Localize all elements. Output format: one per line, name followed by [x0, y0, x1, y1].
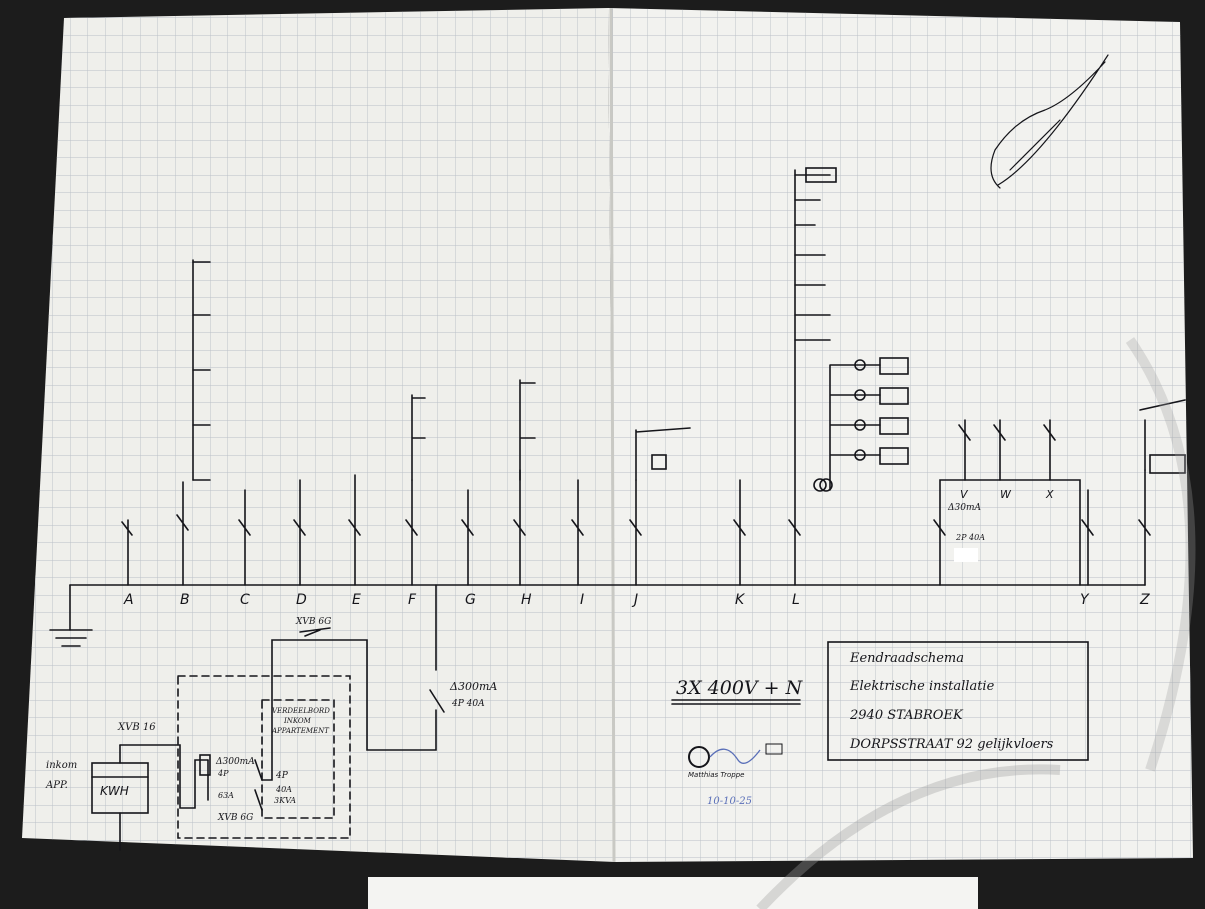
distribution-note-2: INKOM [283, 717, 312, 725]
diff-board-poles: 4P [217, 769, 229, 778]
tape-patch [954, 548, 978, 562]
supply-spec: 3X 400V + N [676, 677, 804, 699]
sub-label: V [960, 488, 969, 501]
bus-label: H [521, 592, 532, 608]
bus-label: G [465, 592, 476, 608]
title-line-4: DORPSSTRAAT 92 gelijkvloers [849, 737, 1054, 752]
circuit-drops [121, 169, 1151, 586]
signature [990, 54, 1109, 189]
bus-label: L [792, 592, 800, 608]
bus-label: Y [1080, 592, 1090, 608]
cable-lower: XVB 6G [217, 813, 253, 823]
bus-label-group: A B C D E F G H I J K L Y Z V W X [123, 488, 1150, 608]
distribution-note-3: APPARTEMENT [271, 727, 330, 735]
bus-label: F [408, 592, 417, 608]
bus-label: Z [1139, 592, 1150, 608]
bus-label: C [240, 592, 250, 608]
earth-icon [49, 584, 93, 647]
diff-main-rating: Δ300mA [449, 680, 497, 693]
sub-board-rating: Δ30mA [947, 503, 981, 513]
distribution-note-1: VERDEELBORD [272, 707, 330, 715]
bus-label: K [735, 592, 746, 608]
watermark-arc [756, 764, 1061, 909]
title-line-1: Eendraadschema [849, 651, 964, 666]
sub-label: X [1045, 488, 1054, 501]
meter-note-2: APP. [45, 780, 68, 791]
kwh-meter [91, 744, 209, 851]
meter-label: KWH [100, 784, 129, 798]
main-breaker-ka: 3KVA [274, 796, 296, 805]
bus-label: J [631, 592, 638, 608]
paper [22, 7, 1193, 909]
stamp-date: 10-10-25 [707, 796, 752, 807]
main-breaker-amp: 40A [275, 785, 292, 794]
stamp: Matthias Troppe 10-10-25 [688, 743, 783, 807]
sub-board-poles: 2P 40A [955, 533, 985, 542]
diff-main-poles: 4P 40A [451, 699, 485, 709]
meter-note-1: inkom [46, 760, 77, 771]
bus-label: D [296, 592, 307, 608]
meter-cable: XVB 16 [117, 722, 156, 733]
title-block [827, 641, 1089, 761]
stamp-name: Matthias Troppe [688, 771, 744, 779]
title-line-2: Elektrische installatie [849, 679, 995, 694]
diff-board-rating: Δ300mA [215, 757, 255, 767]
main-breaker-poles: 4P [275, 771, 289, 781]
cable-upper: XVB 6G [295, 617, 331, 627]
title-line-3: 2940 STABROEK [849, 708, 964, 723]
bus-label: A [123, 592, 134, 608]
bus-label: E [352, 592, 361, 608]
distribution-box [177, 675, 351, 839]
feeder-line [261, 584, 437, 781]
paper-below [368, 877, 978, 909]
diff-board-amp: 63A [218, 791, 234, 800]
bus-label: B [180, 592, 190, 608]
bus-label: I [580, 592, 584, 608]
sub-label: W [1000, 488, 1012, 501]
